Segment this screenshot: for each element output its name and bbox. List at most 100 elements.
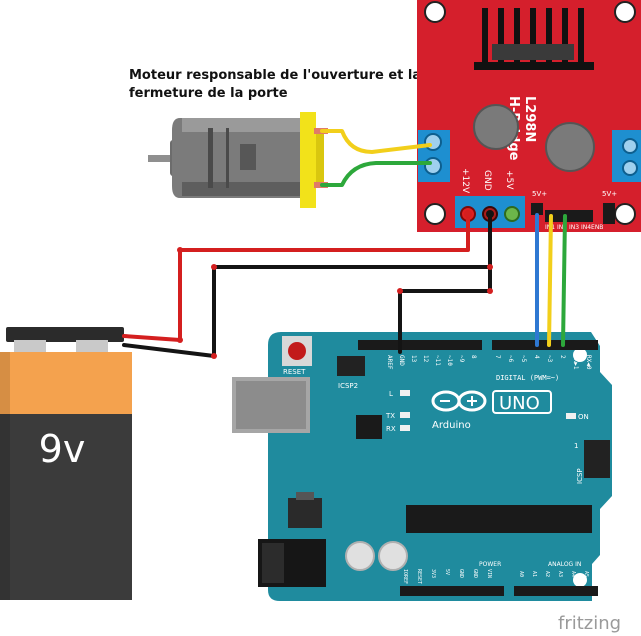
- arduino-mount-hole: [573, 573, 587, 587]
- wires: [122, 129, 567, 359]
- digital-pin-label: ~11: [434, 355, 441, 366]
- battery-9v: 9v: [0, 327, 132, 600]
- pin-gnd-label: GND: [482, 170, 492, 191]
- capacitor-2: [378, 541, 408, 571]
- wire-green-motor: [320, 161, 432, 187]
- capacitor: [545, 122, 595, 172]
- power-pin-label: 5V: [444, 569, 450, 575]
- power-pin-label: VIN: [486, 569, 492, 578]
- battery-body: [0, 414, 132, 600]
- motor-endcap-inner: [316, 128, 324, 188]
- header-in-labels: IN1 IN2 IN3 IN4ENB: [545, 224, 603, 231]
- wire-red-12v: [122, 212, 470, 342]
- l298n-module: L298N H-Bridge +12V GND +5V 5V+ 5V+: [417, 0, 641, 232]
- motor-shaft: [148, 155, 176, 162]
- wire-bend: [487, 264, 493, 270]
- wire-green-d2: [561, 214, 567, 347]
- motor-endcap: [300, 112, 316, 208]
- icsp-header: [584, 440, 610, 478]
- wire-end: [486, 210, 494, 218]
- wire-bend: [211, 264, 217, 270]
- fritzing-logo: fritzing: [558, 613, 621, 634]
- reset-label: RESET: [283, 368, 306, 376]
- power-pin-label: RESET: [416, 569, 422, 584]
- capacitor: [473, 104, 519, 150]
- icsp2-label: ICSP2: [338, 382, 358, 390]
- wire-bend: [487, 288, 493, 294]
- power-pin-label: 3V3: [430, 569, 436, 578]
- icsp2-header: [337, 356, 365, 376]
- wire-bend: [211, 353, 217, 359]
- led-l-label: L: [389, 390, 393, 398]
- pin-12v-label: +12V: [460, 168, 470, 194]
- digital-pin-label: ~3: [546, 355, 553, 363]
- mount-hole: [614, 203, 636, 225]
- digital-header-low: [492, 340, 598, 350]
- wire-black-gnd-arduino: [398, 265, 492, 354]
- analog-pin-label: A2: [544, 571, 550, 577]
- heatsink: [474, 8, 594, 70]
- wire-yellow-motor: [320, 129, 432, 154]
- digital-pin-label: 7: [494, 355, 501, 359]
- led-rx: [400, 425, 410, 431]
- digital-pin-label: ~9: [458, 355, 465, 363]
- pin-5v-label: +5V: [504, 170, 514, 190]
- atmega-chip: [406, 505, 592, 533]
- wire-bend: [177, 337, 183, 343]
- analog-pin-label: A1: [531, 571, 537, 577]
- battery-label: 9v: [39, 427, 86, 471]
- caption-line-2: fermeture de la porte: [129, 86, 288, 101]
- voltage-regulator: [288, 498, 322, 528]
- motor-groove: [208, 128, 213, 188]
- icsp-label: ICSP: [576, 468, 584, 484]
- motor-shadow: [182, 182, 300, 196]
- power-pin-label: GND: [458, 569, 464, 578]
- power-pin-label: GND: [472, 569, 478, 578]
- analog-pin-label: A3: [557, 571, 563, 577]
- power-pin-labels: IOREF RESET 3V3 5V GND GND VIN: [402, 569, 492, 584]
- wire-bend: [177, 247, 183, 253]
- power-title: POWER: [479, 561, 501, 568]
- motor-highlight: [182, 118, 300, 132]
- mount-hole: [614, 1, 636, 23]
- caption-line-1: Moteur responsable de l'ouverture et la: [129, 68, 421, 83]
- capacitor-1: [345, 541, 375, 571]
- power-pin-label: IOREF: [402, 569, 408, 584]
- on-label: ON: [578, 413, 589, 421]
- analog-pin-label: A5: [583, 571, 589, 577]
- digital-header-high: [358, 340, 482, 350]
- battery-terminal: [76, 340, 108, 352]
- battery-edge: [0, 352, 10, 600]
- arduino-mount-hole: [573, 348, 587, 362]
- header-5v-right: 5V+: [602, 190, 617, 198]
- digital-label: DIGITAL (PWM=~): [496, 374, 559, 382]
- hbridge-name: L298N: [522, 96, 537, 142]
- led-rx-label: RX: [386, 425, 396, 433]
- led-tx: [400, 412, 410, 418]
- wire-bend: [397, 288, 403, 294]
- digital-pin-label: ~6: [507, 355, 514, 363]
- digital-pin-label: ~10: [446, 355, 453, 366]
- digital-pin-label: 13: [410, 355, 417, 363]
- digital-pin-label: 4: [533, 355, 540, 359]
- power-header: [400, 586, 504, 596]
- l298n-chip: [492, 44, 574, 60]
- header-5v-left: 5V+: [532, 190, 547, 198]
- battery-top: [0, 352, 132, 414]
- hbridge-board: [417, 0, 641, 232]
- digital-pin-label: TX▶1: [572, 355, 579, 370]
- gnd-label: GND: [398, 355, 405, 366]
- brand-uno: UNO: [499, 393, 540, 414]
- analog-title: ANALOG IN: [548, 561, 581, 568]
- dc-motor: [148, 112, 328, 208]
- motor-groove: [226, 128, 229, 188]
- digital-pin-label: ~5: [520, 355, 527, 363]
- digital-pin-label: RX◀0: [585, 355, 592, 370]
- arduino-logo: [431, 390, 487, 412]
- uno-badge: [492, 390, 552, 414]
- arduino-board: [268, 332, 612, 601]
- led-on: [566, 413, 576, 419]
- motor-terminal-block-b: [612, 130, 641, 182]
